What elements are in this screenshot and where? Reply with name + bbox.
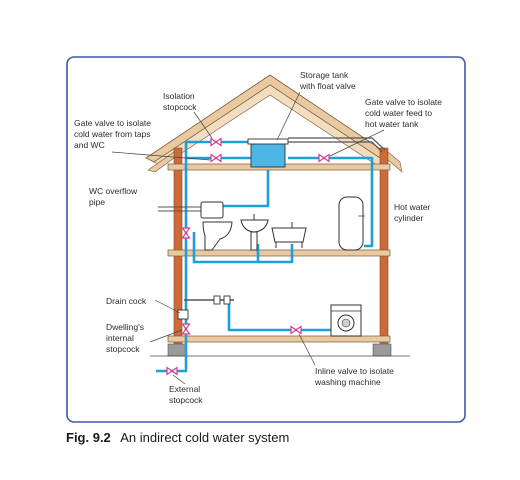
label-inline-valve: Inline valve to isolate washing machine	[314, 366, 396, 387]
storage-tank	[247, 138, 289, 168]
first-floor	[167, 249, 391, 257]
right-foundation	[372, 343, 392, 357]
label-storage-tank: Storage tank with float valve	[299, 70, 356, 91]
vent-pipe	[288, 137, 386, 153]
label-isolation-stopcock: Isolation stopcock	[163, 91, 197, 112]
label-external-stopcock: External stopcock	[169, 384, 203, 405]
wc-toilet	[200, 201, 233, 251]
label-gate-valve-hot: Gate valve to isolate cold water feed to…	[365, 97, 444, 129]
figure-caption: Fig. 9.2 An indirect cold water system	[66, 429, 289, 446]
bath	[271, 222, 307, 248]
figure-number: Fig. 9.2	[66, 430, 111, 445]
label-internal-stopcock: Dwelling's internal stopcock	[106, 322, 146, 354]
wash-basin	[240, 214, 269, 251]
label-hot-water-cylinder: Hot water cylinder	[394, 202, 433, 223]
label-wc-overflow: WC overflow pipe	[89, 186, 140, 207]
label-gate-valve-cold: Gate valve to isolate cold water from ta…	[74, 118, 153, 150]
label-drain-cock: Drain cock	[106, 296, 147, 306]
hot-water-cylinder	[338, 196, 364, 251]
leader-lines	[111, 91, 385, 385]
figure-title: An indirect cold water system	[120, 430, 289, 445]
wc-overflow-pipe-lines	[158, 206, 202, 212]
washing-machine	[330, 304, 362, 337]
ground-floor	[167, 335, 391, 343]
left-eave	[147, 151, 175, 173]
right-eave	[387, 151, 403, 173]
left-foundation	[167, 343, 187, 357]
drain-cock-fitting	[177, 295, 231, 320]
